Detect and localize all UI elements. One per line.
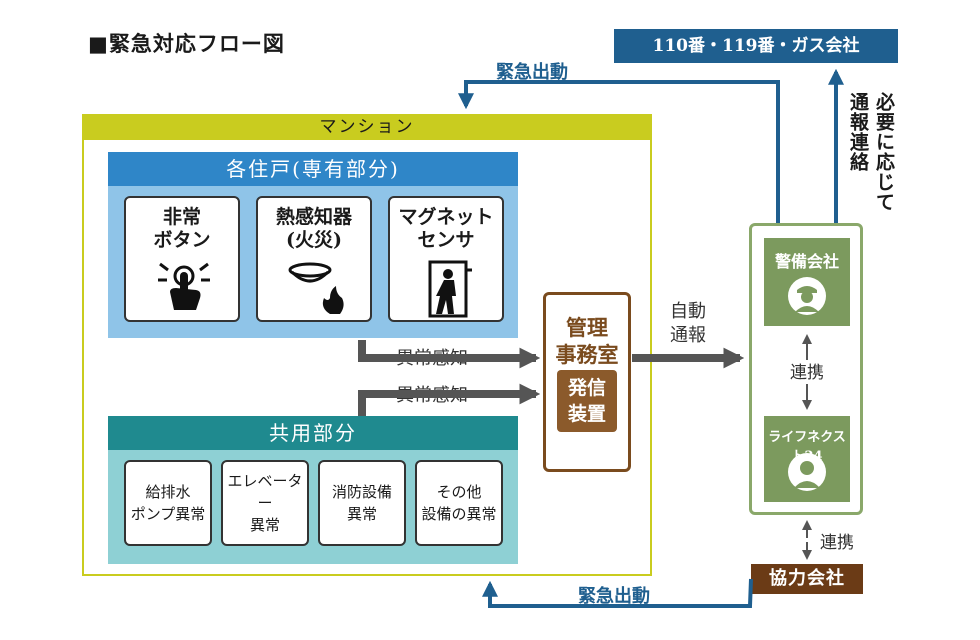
arrow-dispatch-top (458, 80, 780, 223)
sender-device: 発信 装置 (557, 370, 617, 432)
report-text-col2: 通報連絡 (847, 92, 869, 172)
item-line1: 給排水 (145, 483, 191, 501)
page-title: ■緊急対応フロー図 (88, 31, 285, 56)
link-label-1: 連携 (790, 363, 824, 383)
operator-icon (788, 453, 826, 491)
item-line2: 異常 (346, 505, 377, 523)
common-item-fire-equipment: 消防設備異常 (318, 460, 406, 546)
emergency-button-icon (158, 262, 210, 310)
security-company: 警備会社 (764, 238, 850, 326)
office-label: 管理 事務室 (543, 314, 631, 368)
common-item-elevator: エレベーター異常 (221, 460, 309, 546)
security-name: 警備会社 (774, 252, 839, 271)
device-line2: センサ (417, 229, 475, 251)
device-door-sensor: マグネットセンサ (388, 196, 504, 322)
item-line2: 設備の異常 (421, 505, 497, 523)
dispatch-label-top: 緊急出動 (496, 62, 568, 83)
auto-line1: 自動 (670, 301, 706, 322)
device-line2: (火災) (286, 229, 342, 251)
item-line1: エレベーター (227, 472, 303, 512)
sender-line1: 発信 (567, 377, 606, 399)
common-label: 共用部分 (108, 416, 518, 450)
office-line2: 事務室 (555, 342, 619, 367)
auto-report-label: 自動 通報 (670, 300, 706, 348)
lifenext-24: ライフネクスト24 (764, 416, 850, 502)
mansion-label: マンション (82, 114, 652, 140)
item-line1: 消防設備 (331, 483, 392, 501)
common-item-other: その他設備の異常 (415, 460, 503, 546)
heat-detector-icon (288, 262, 344, 314)
guard-icon (788, 277, 826, 315)
device-line1: 非常 (162, 206, 201, 228)
emergency-services: 110番・119番・ガス会社 (614, 29, 898, 63)
sender-line2: 装置 (567, 403, 606, 425)
device-line1: 熱感知器 (275, 206, 352, 228)
item-line2: ポンプ異常 (130, 505, 206, 523)
office-line1: 管理 (566, 315, 608, 340)
device-heat-detector: 熱感知器(火災) (256, 196, 372, 322)
link-label-2: 連携 (820, 533, 854, 553)
arrow-common-to-office (358, 383, 541, 416)
report-text-col1: 必要に応じて (873, 92, 895, 212)
door-sensor-icon (428, 260, 472, 318)
partner-company: 協力会社 (751, 564, 863, 594)
device-line2: ボタン (153, 229, 211, 251)
dispatch-label-bottom: 緊急出動 (578, 586, 650, 607)
common-item-pump: 給排水ポンプ異常 (124, 460, 212, 546)
units-label: 各住戸(専有部分) (108, 152, 518, 186)
item-line2: 異常 (249, 516, 280, 534)
device-emergency-button: 非常ボタン (124, 196, 240, 322)
auto-line2: 通報 (670, 325, 706, 346)
item-line1: その他 (436, 483, 482, 501)
device-line1: マグネット (398, 206, 494, 228)
arrow-units-to-office (358, 340, 541, 369)
arrow-dispatch-bottom (482, 578, 753, 608)
